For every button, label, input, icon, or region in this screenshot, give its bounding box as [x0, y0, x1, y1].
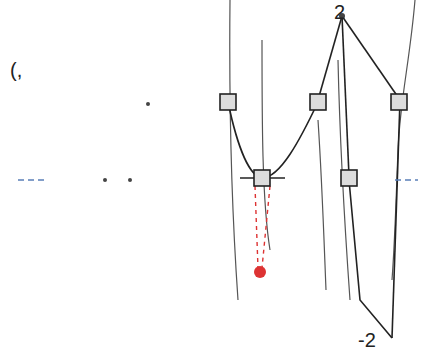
sketch-label: (, — [10, 60, 22, 80]
sketch-label: 2 — [334, 2, 345, 22]
sketch-label: -2 — [358, 330, 376, 350]
